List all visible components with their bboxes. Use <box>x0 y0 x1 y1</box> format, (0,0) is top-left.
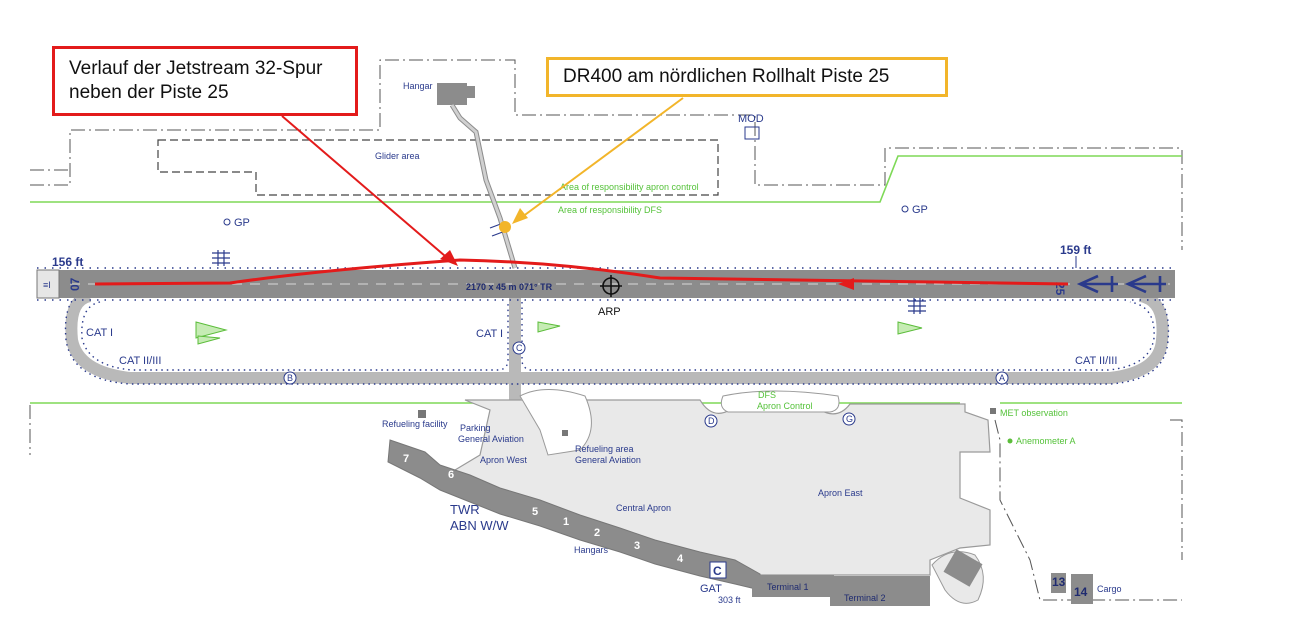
taxiway-b-label: B <box>287 373 293 383</box>
taxiway-letter-markers <box>283 341 1009 428</box>
building-6-label: 6 <box>448 469 454 481</box>
terminal-1-building <box>752 575 834 597</box>
cat-i-west-label: CAT I <box>86 327 113 339</box>
jetstream-track-arrowhead <box>838 278 854 290</box>
cat-ii-iii-west-label: CAT II/III <box>119 355 161 367</box>
building-numbers: 7 6 5 1 2 3 4 <box>403 453 684 565</box>
mod-symbol <box>744 126 760 140</box>
refueling-facility-label: Refueling facility <box>382 419 448 429</box>
threshold-east-elevation: 159 ft <box>1060 243 1091 257</box>
hangar-taxi-path <box>449 103 518 269</box>
parking-ga-label-2: General Aviation <box>458 434 524 444</box>
arp-icon <box>600 275 622 297</box>
building-2-label: 2 <box>594 527 600 539</box>
terminal-2-building <box>830 576 930 606</box>
hangars-label: Hangars <box>574 545 609 555</box>
apron-east-label: Apron East <box>818 488 863 498</box>
refueling-area-icon <box>562 430 568 436</box>
elevation-label: 303 ft <box>718 595 741 605</box>
airport-boundary <box>29 59 1183 601</box>
taxiway-d-label: D <box>708 416 715 426</box>
apron-surface <box>449 399 991 576</box>
taxiway-system <box>65 290 1169 400</box>
building-c-box <box>709 561 727 579</box>
hangar-building <box>437 83 467 105</box>
runway-west-threshold-block <box>36 269 60 299</box>
jetstream-callout-line1: Verlauf der Jetstream 32-Spur <box>69 58 323 79</box>
dr400-position-marker <box>499 221 511 233</box>
jetstream-pointer-arrowhead <box>440 250 458 266</box>
cat-i-central-label: CAT I <box>476 328 503 340</box>
anemometer-icon <box>1007 438 1013 444</box>
terminal-1-label: Terminal 1 <box>767 582 809 592</box>
building-3-label: 3 <box>634 540 640 552</box>
threshold-west-elevation: 156 ft <box>52 255 83 269</box>
building-14 <box>1071 574 1093 604</box>
taxiway-g-label: G <box>846 414 853 424</box>
rwy-east-arrows <box>1076 274 1166 294</box>
twr-label: TWR <box>450 502 480 517</box>
refueling-area-label-1: Refueling area <box>575 444 634 454</box>
hangar-annex <box>467 86 475 98</box>
papi-symbols <box>195 321 923 345</box>
building-1-label: 1 <box>563 516 569 528</box>
rwy-west-marker: ≡I <box>43 280 51 290</box>
abn-label: ABN W/W <box>450 518 509 533</box>
dr400-callout: DR400 am nördlichen Rollhalt Piste 25 <box>546 57 948 97</box>
building-c-label: C <box>713 564 722 578</box>
cat-ii-iii-east-label: CAT II/III <box>1075 355 1117 367</box>
taxiway-edge-lights <box>64 289 1170 385</box>
jetstream-callout: Verlauf der Jetstream 32-Spur neben der … <box>52 46 358 116</box>
dr400-callout-text: DR400 am nördlichen Rollhalt Piste 25 <box>563 66 890 87</box>
apron-control-area-label: Area of responsibility apron control <box>560 182 699 192</box>
refueling-area-label-2: General Aviation <box>575 455 641 465</box>
glider-area-label: Glider area <box>375 151 420 161</box>
east-building <box>943 549 983 587</box>
jetstream-callout-line2: neben der Piste 25 <box>69 82 229 103</box>
mod-label: MOD <box>738 113 764 125</box>
taxiway-a-label: A <box>999 373 1005 383</box>
glider-area <box>157 139 719 196</box>
dr400-callout-pointer <box>517 97 684 221</box>
navaid-symbols <box>212 221 926 314</box>
anemometer-label: Anemometer A <box>1016 436 1076 446</box>
apron-west-label: Apron West <box>480 455 527 465</box>
dfs-label: DFS <box>758 390 776 400</box>
arp-label: ARP <box>598 306 621 318</box>
gp-east-label: GP <box>912 204 928 216</box>
dr400-pointer-arrowhead <box>512 208 528 224</box>
jetstream-callout-pointer <box>281 115 453 263</box>
met-observation-icon <box>990 408 996 414</box>
taxiway-c-label: C <box>516 343 523 353</box>
gp-east-icon <box>901 205 909 213</box>
hangar-label: Hangar <box>403 81 433 91</box>
apron-control-island <box>720 390 840 413</box>
terminal-2-label: Terminal 2 <box>844 593 886 603</box>
jetstream-track <box>94 258 1069 286</box>
building-7-label: 7 <box>403 453 409 465</box>
gp-west-icon <box>223 218 231 226</box>
parking-ga-label-1: Parking <box>460 423 491 433</box>
cargo-label: Cargo <box>1097 584 1122 594</box>
refueling-facility-icon <box>418 410 426 418</box>
building-14-label: 14 <box>1074 585 1088 599</box>
central-apron-label: Central Apron <box>616 503 671 513</box>
gp-west-label: GP <box>234 217 250 229</box>
building-13-label: 13 <box>1052 575 1066 589</box>
apron-west-island <box>519 389 592 456</box>
met-observation-label: MET observation <box>1000 408 1068 418</box>
rwy-west-designator: 07 <box>68 277 82 291</box>
building-13 <box>1051 573 1066 593</box>
building-5-label: 5 <box>532 506 538 518</box>
apron-control-label: Apron Control <box>757 401 813 411</box>
runway-designation: 2170 x 45 m 071° TR <box>466 282 553 292</box>
building-4-label: 4 <box>677 553 684 565</box>
gat-label: GAT <box>700 583 722 595</box>
dfs-area-label: Area of responsibility DFS <box>558 205 662 215</box>
